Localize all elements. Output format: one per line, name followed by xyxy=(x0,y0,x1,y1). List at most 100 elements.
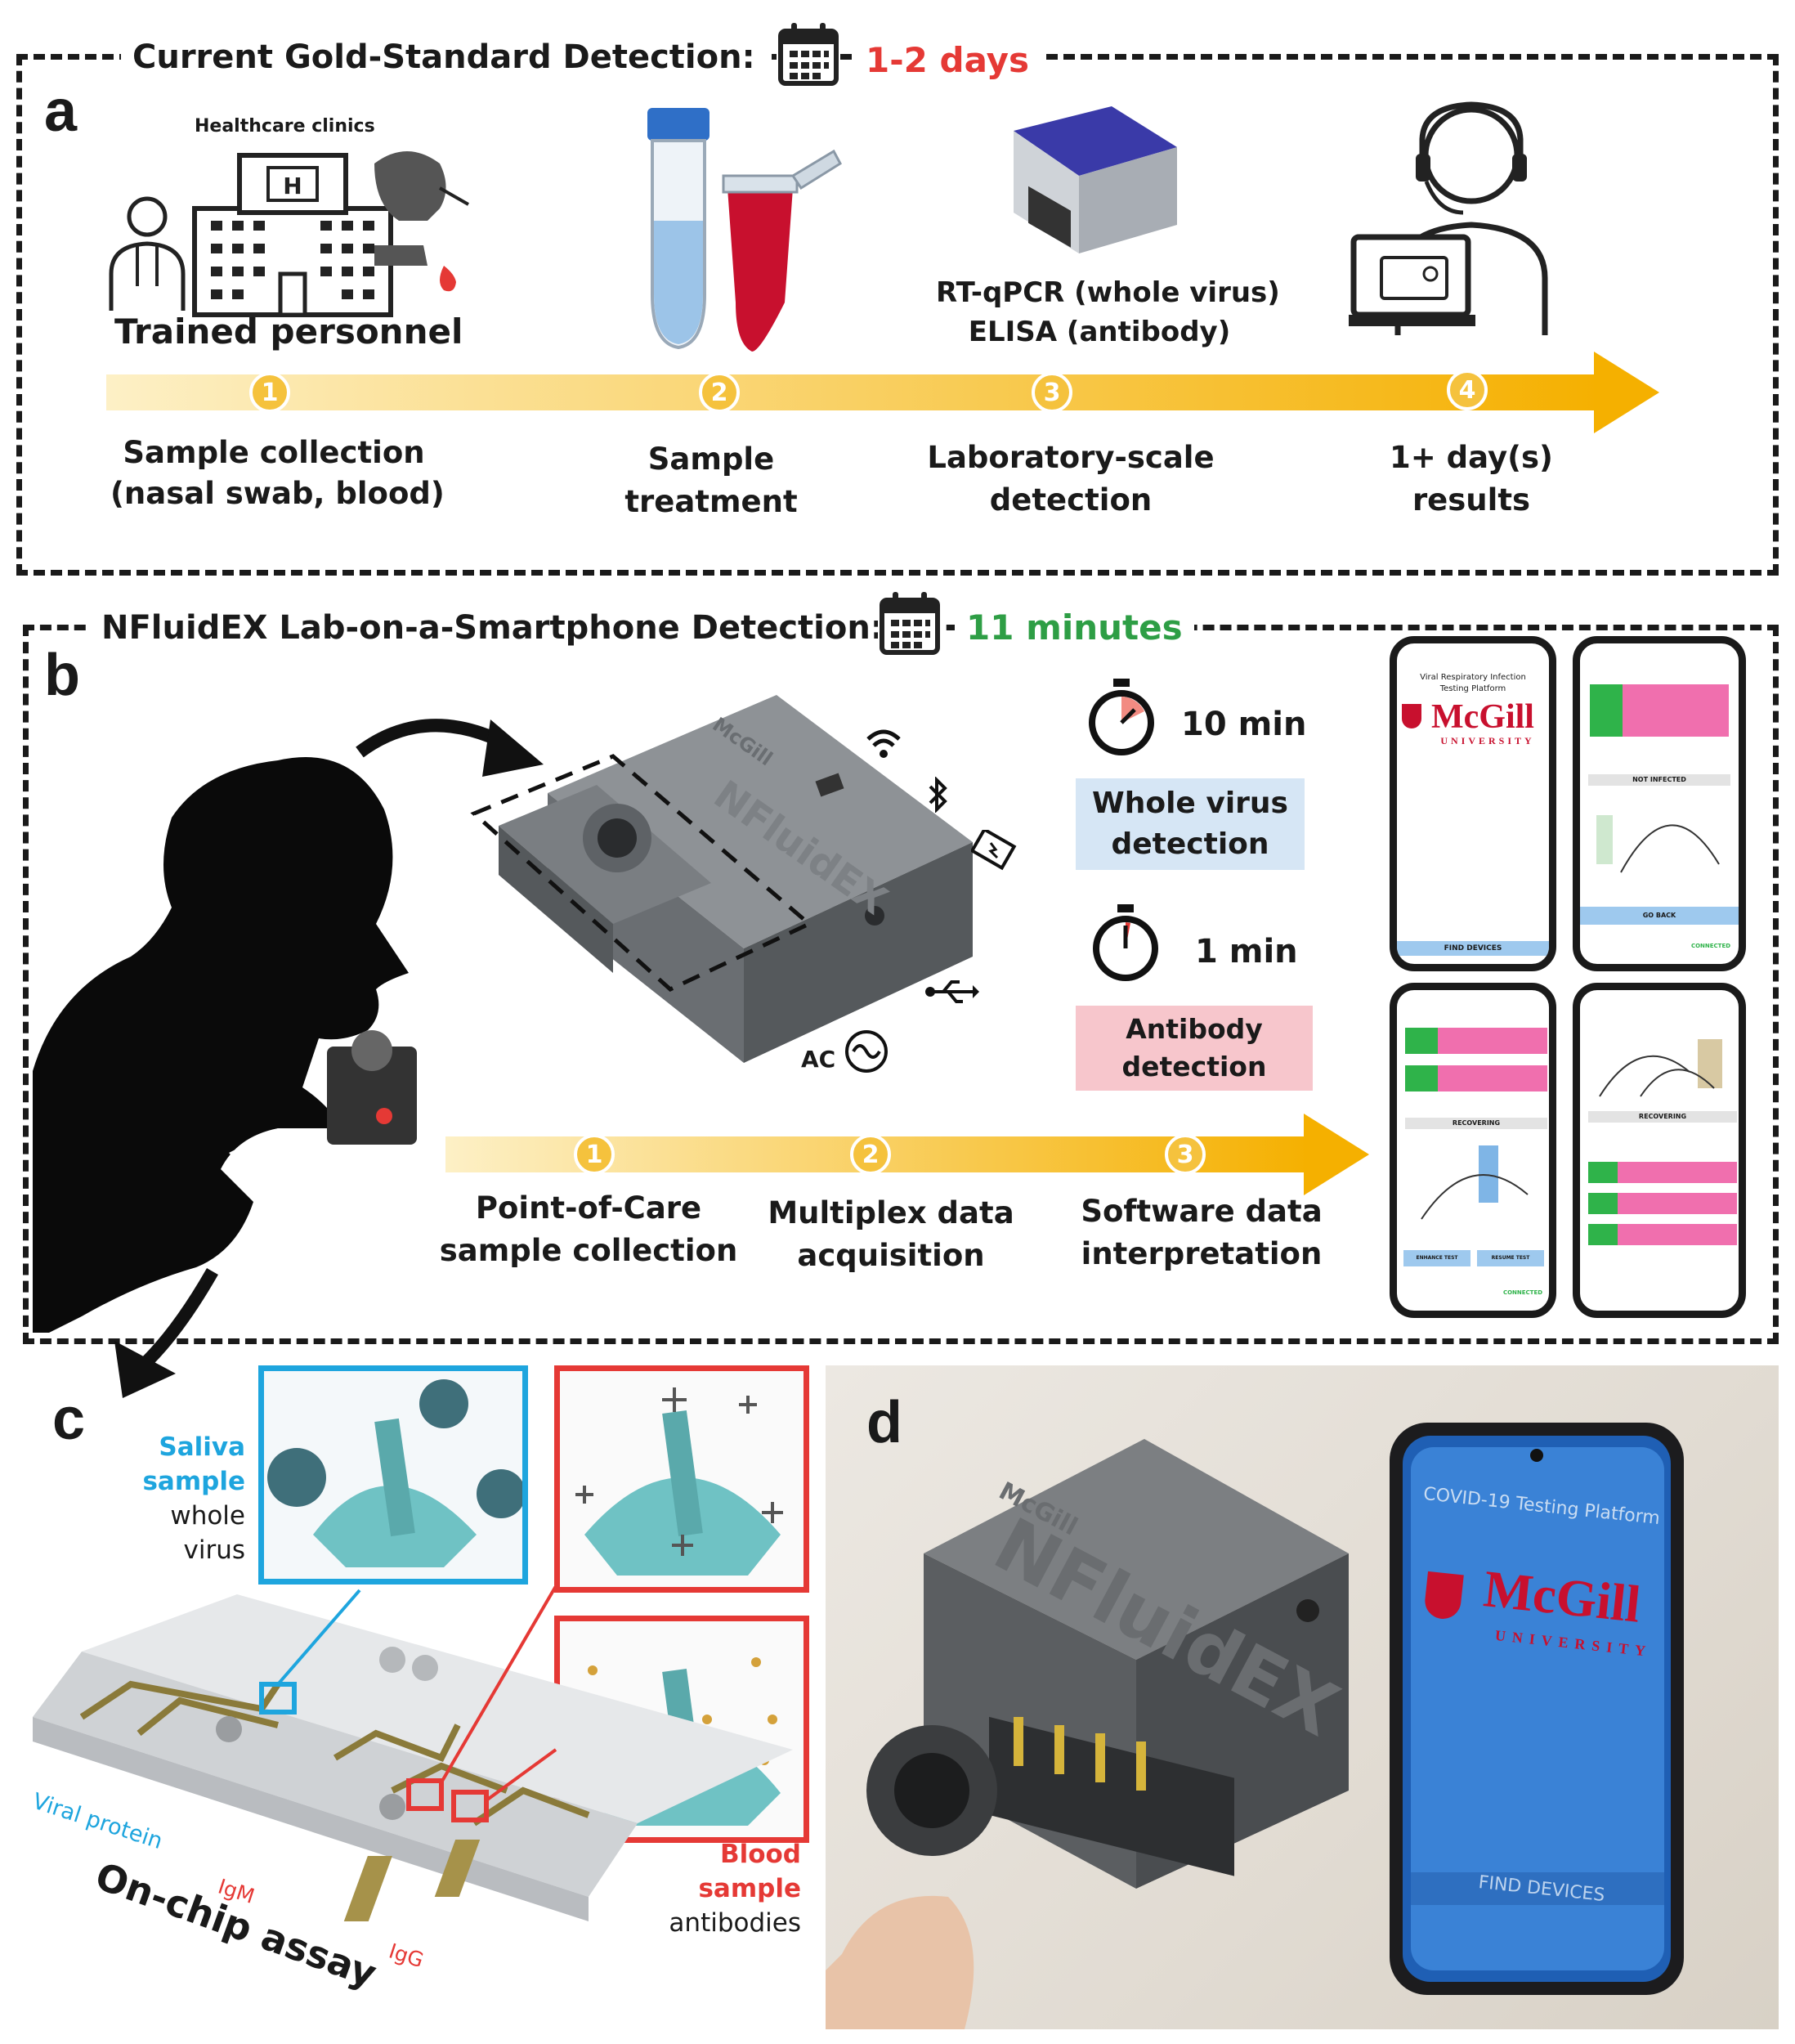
panel-a-header: Current Gold-Standard Detection: xyxy=(121,33,767,82)
blood-line2: sample xyxy=(698,1874,801,1903)
phone2-back-button[interactable]: GO BACK xyxy=(1580,907,1739,925)
stopwatch-icon-1 xyxy=(1087,679,1156,757)
recover2-bar1-green xyxy=(1588,1162,1618,1183)
antibodies-label: antibodies xyxy=(669,1908,801,1938)
step-b1-marker: 1 xyxy=(574,1134,615,1175)
saliva-zoom-box xyxy=(258,1365,528,1585)
wifi-icon xyxy=(865,728,902,760)
result-bar-green xyxy=(1590,684,1623,737)
blood-zoom-box-1 xyxy=(554,1365,809,1593)
calendar-icon-b xyxy=(878,590,942,657)
machine-line1: RT-qPCR (whole virus) xyxy=(936,276,1280,309)
phone2-status: NOT INFECTED xyxy=(1588,774,1730,786)
phone2-footer: CONNECTED xyxy=(1690,943,1731,949)
step-b3-line1: Software data xyxy=(1081,1194,1323,1229)
step-b1-line2: sample collection xyxy=(439,1233,738,1268)
panel-a-time: 1-2 days xyxy=(854,36,1041,85)
whole-line2: virus xyxy=(183,1535,245,1565)
panel-b-letter: b xyxy=(44,643,80,708)
whole-virus-line2: detection xyxy=(1111,827,1269,861)
recover1-bar2-pink xyxy=(1438,1065,1547,1091)
step-a2-marker: 2 xyxy=(699,372,740,413)
recover2-bar3-green xyxy=(1588,1224,1618,1245)
recover1-bar1-green xyxy=(1405,1028,1438,1054)
whole-line1: whole xyxy=(170,1501,245,1531)
panel-d-letter: d xyxy=(866,1390,902,1455)
phone3-resume-button[interactable]: RESUME TEST xyxy=(1477,1250,1544,1266)
panel-a-letter: a xyxy=(44,78,78,144)
usb-icon xyxy=(924,977,981,1006)
phone1-title1: Viral Respiratory Infection xyxy=(1420,673,1526,682)
phone-result-screen: NOT INFECTED GO BACK CONNECTED xyxy=(1573,636,1746,971)
phone3-footer: CONNECTED xyxy=(1502,1289,1543,1296)
bluetooth-icon xyxy=(925,776,950,814)
saliva-line1: Saliva xyxy=(159,1432,245,1462)
recover1-curve xyxy=(1413,1137,1544,1235)
recover2-bar2-pink xyxy=(1618,1193,1737,1214)
recover1-bar2-green xyxy=(1405,1065,1438,1091)
step-b3-line2: interpretation xyxy=(1081,1236,1323,1271)
step-a4-marker: 4 xyxy=(1447,370,1488,410)
phone1-logo-sub: UNIVERSITY xyxy=(1440,735,1535,746)
panel-b-time: 11 minutes xyxy=(955,603,1194,652)
panel-d-photo: NFluidEX McGill COVID-19 Testing Platfor… xyxy=(826,1365,1779,2029)
svg-text:H: H xyxy=(283,173,302,199)
ac-label: AC xyxy=(801,1046,836,1073)
personnel-label: Trained personnel xyxy=(114,312,463,352)
step-b2-line1: Multiplex data xyxy=(768,1195,1014,1230)
woman-silhouette xyxy=(33,744,490,1333)
antibody-box: Antibody detection xyxy=(1076,1006,1313,1091)
curved-arrow-down xyxy=(90,1263,229,1402)
recover1-bar1-pink xyxy=(1438,1028,1547,1054)
phone-home-screen: Viral Respiratory Infection Testing Plat… xyxy=(1390,636,1556,971)
phone3-enhance-button[interactable]: ENHANCE TEST xyxy=(1403,1250,1470,1266)
step-a3-line1: Laboratory-scale xyxy=(927,440,1215,475)
phone1-find-button[interactable]: FIND DEVICES xyxy=(1397,941,1549,956)
result-curve xyxy=(1596,791,1727,889)
antibody-line1: Antibody xyxy=(1126,1013,1263,1045)
result-bar-pink xyxy=(1623,684,1729,737)
blood-line1: Blood xyxy=(719,1840,801,1869)
step-a4-line2: results xyxy=(1412,482,1531,518)
step-a2-line2: treatment xyxy=(624,484,798,519)
antibody-line2: detection xyxy=(1121,1051,1267,1083)
phone4-status: RECOVERING xyxy=(1588,1111,1737,1123)
machine-line2: ELISA (antibody) xyxy=(968,316,1231,348)
step-a4-line1: 1+ day(s) xyxy=(1390,440,1553,475)
step-a1-line1: Sample collection xyxy=(123,435,425,470)
on-chip-assay-illustration xyxy=(33,1585,801,1946)
panel-a-timeline-arrow xyxy=(106,352,1659,433)
timer2-label: 1 min xyxy=(1195,933,1298,970)
panel-a-header-text: Current Gold-Standard Detection: xyxy=(132,38,755,76)
panel-b-header: NFluidEX Lab-on-a-Smartphone Detection: xyxy=(90,603,895,652)
ac-icon xyxy=(844,1029,889,1074)
phone3-status: RECOVERING xyxy=(1405,1118,1547,1129)
battery-icon xyxy=(969,827,1017,871)
hospital-icon: H xyxy=(105,131,472,319)
test-tubes-icon xyxy=(629,106,842,352)
step-b2-line2: acquisition xyxy=(797,1238,985,1273)
step-b1-line1: Point-of-Care xyxy=(475,1190,702,1226)
pcr-machine-icon xyxy=(989,98,1185,262)
step-a3-marker: 3 xyxy=(1032,372,1072,413)
recover2-bar2-green xyxy=(1588,1193,1618,1214)
whole-virus-line1: Whole virus xyxy=(1092,787,1288,820)
panel-c-letter: c xyxy=(52,1387,86,1452)
saliva-line2: sample xyxy=(142,1467,245,1496)
recover2-bar3-pink xyxy=(1618,1224,1737,1245)
step-b2-marker: 2 xyxy=(850,1134,891,1175)
step-a1-line2: (nasal swab, blood) xyxy=(110,476,445,511)
doctor-headset-icon xyxy=(1349,90,1561,343)
whole-virus-box: Whole virus detection xyxy=(1076,778,1305,870)
clinic-label: Healthcare clinics xyxy=(195,116,375,137)
phone1-title2: Testing Platform xyxy=(1439,684,1506,693)
step-a2-line1: Sample xyxy=(647,442,775,477)
stopwatch-icon-2 xyxy=(1091,904,1160,983)
mcgill-shield-icon xyxy=(1402,704,1421,728)
step-a3-line2: detection xyxy=(989,482,1153,518)
recover2-bar1-pink xyxy=(1618,1162,1737,1183)
phone1-logo: McGill xyxy=(1431,698,1534,736)
step-b3-marker: 3 xyxy=(1165,1134,1206,1175)
calendar-icon xyxy=(777,21,840,88)
recover2-curve xyxy=(1591,1023,1739,1105)
